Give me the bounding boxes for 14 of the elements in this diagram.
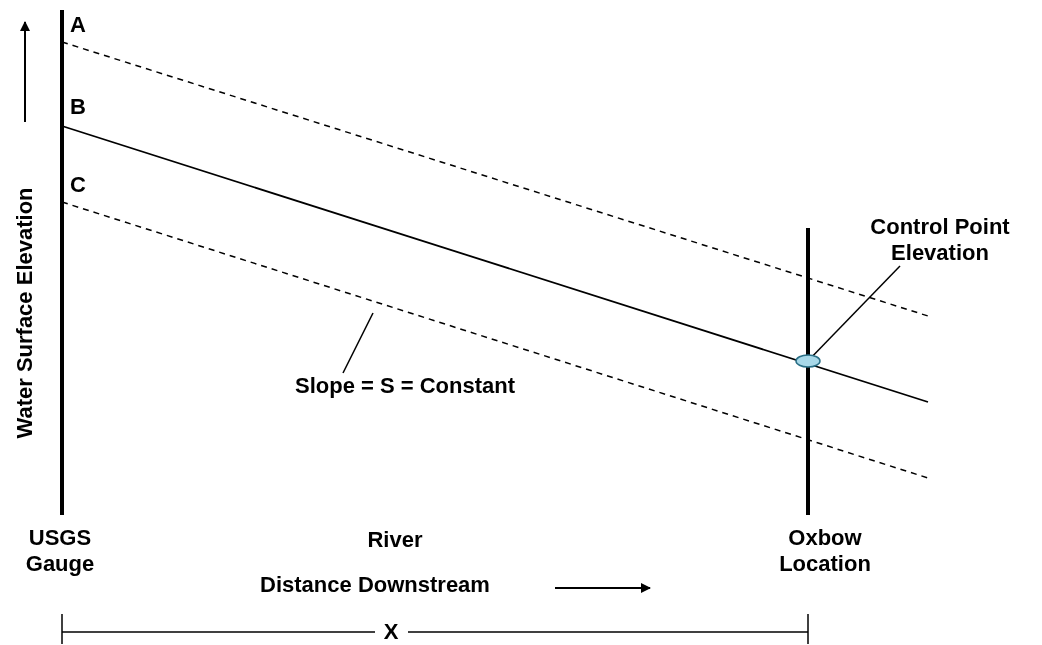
- river-label: River: [366, 527, 424, 553]
- slope-label: Slope = S = Constant: [245, 373, 565, 399]
- leader-line: [342, 312, 374, 374]
- axis-title: Water Surface Elevation: [12, 186, 38, 441]
- line-letter: C: [69, 172, 87, 198]
- dimension-label: X: [382, 619, 400, 645]
- callout-label: Control Point Elevation: [840, 214, 1040, 266]
- line-letter: B: [69, 94, 87, 120]
- line-letter: A: [69, 12, 87, 38]
- axis-title: Distance Downstream: [259, 572, 491, 598]
- location-label: USGS Gauge: [24, 525, 96, 577]
- location-label: Oxbow Location: [778, 525, 872, 577]
- control-point-marker: [795, 354, 821, 368]
- leader-line: [812, 265, 901, 357]
